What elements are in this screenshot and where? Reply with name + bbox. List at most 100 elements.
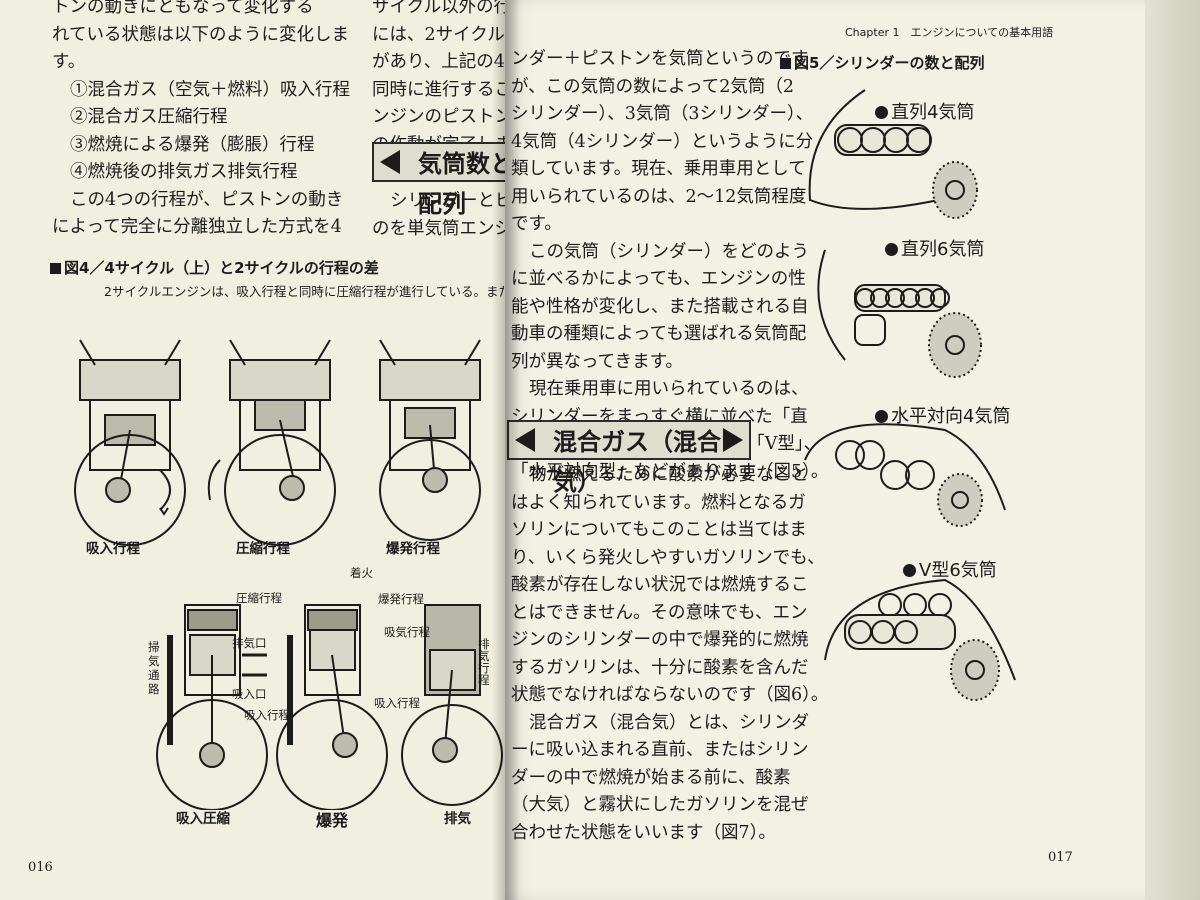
engine-label-inline6: 直列6気筒 xyxy=(885,235,984,261)
text-line: （大気）と霧状にしたガソリンを混ぜ xyxy=(511,795,809,815)
inline6-drawing xyxy=(817,249,982,378)
caption-square-icon xyxy=(50,263,61,274)
engine-label-text: 直列6気筒 xyxy=(901,239,985,260)
label-power: 爆発 xyxy=(316,811,349,830)
arrow-left-icon xyxy=(515,428,535,452)
left-body-text: トンの動きにともなって変化する れている状態は以下のように変化しま す。 ①混合… xyxy=(52,0,350,242)
annot-intake-stroke3: 吸入行程 xyxy=(374,696,420,710)
text-line: によって完全に分離独立した方式を4 xyxy=(52,217,342,237)
left-page-number: 016 xyxy=(28,860,53,875)
text-line: に並べるかによっても、エンジンの性 xyxy=(511,269,806,289)
two-stroke-power xyxy=(276,604,388,810)
text-line: す。 xyxy=(52,52,86,72)
text-line: 類しています。現在、乗用車用として xyxy=(511,159,806,179)
left-section-text: シリンダーとピストン のを単気筒エンジンと呼 xyxy=(372,188,505,243)
text-line: サイクル以外の行程で xyxy=(372,0,505,17)
left-right-column: サイクル以外の行程で には、2サイクル（ストロー があり、上記の4つの行程 同時… xyxy=(372,0,505,159)
text-line: ンジンのピストンの動き xyxy=(372,107,505,127)
engine-label-flat4: 水平対向4気筒 xyxy=(875,402,1010,428)
power-stroke-engine xyxy=(379,339,481,541)
book-gutter xyxy=(492,0,520,900)
bullet-icon xyxy=(903,564,916,577)
annot-power: 爆発行程 xyxy=(378,592,424,606)
text-line: 同時に進行することでエ xyxy=(372,79,505,100)
text-line: 状態でなければならないのです（図6）。 xyxy=(511,685,829,705)
figure5-engine-diagrams xyxy=(804,89,1016,701)
stroke-item-2: ②混合ガス圧縮行程 xyxy=(70,107,228,127)
text-line: 合わせた状態をいいます（図7）。 xyxy=(511,822,776,843)
left-page: トンの動きにともなって変化する れている状態は以下のように変化しま す。 ①混合… xyxy=(0,0,505,900)
engine-label-inline4: 直列4気筒 xyxy=(875,98,974,124)
arrow-left-icon xyxy=(380,150,400,174)
text-line: 物が燃えるために酸素が必要なこと xyxy=(529,465,809,485)
annot-intake-port: 吸入口 xyxy=(232,687,267,701)
right-page-number: 017 xyxy=(1048,850,1073,865)
two-stroke-intake-compression xyxy=(156,604,268,810)
engine-label-text: 水平対向4気筒 xyxy=(891,406,1011,427)
text-line: れている状態は以下のように変化しま xyxy=(52,24,349,45)
text-line: 動車の種類によっても選ばれる気筒配 xyxy=(511,324,807,344)
annot-scavenge: 掃気通路 xyxy=(148,640,160,696)
right-page: Chapter 1 エンジンについての基本用語 ンダー＋ピストンを気筒というので… xyxy=(505,0,1145,900)
label-intake-compression: 吸入圧縮 xyxy=(176,811,230,827)
text-line: があり、上記の4つの行程 xyxy=(372,52,505,72)
right-body-text-2: 物が燃えるために酸素が必要なこと はよく知られています。燃料となるガ ソリンにつ… xyxy=(511,462,828,847)
annot-compression: 圧縮行程 xyxy=(236,591,282,605)
page-edge xyxy=(1145,0,1200,900)
engine-label-text: V型6気筒 xyxy=(919,560,997,581)
text-line: 用いられているのは、2～12気筒程度 xyxy=(511,186,807,207)
figure5-caption-text: 図5／シリンダーの数と配列 xyxy=(794,54,985,72)
flat4-drawing xyxy=(804,423,1006,527)
text-line: ジンのシリンダーの中で爆発的に燃焼 xyxy=(511,630,809,650)
arrow-right-icon xyxy=(723,428,743,452)
text-line: 現在乗用車に用いられているのは、 xyxy=(529,379,809,399)
text-line: 「水平対向型」などがあります（図5）。 xyxy=(511,461,829,482)
section-heading-text: 気筒数と配列 xyxy=(418,150,505,218)
compression-stroke-engine xyxy=(207,339,336,546)
inline4-drawing xyxy=(808,89,978,219)
text-line: この4つの行程が、ピストンの動き xyxy=(70,189,344,210)
label-intake-stroke: 吸入行程 xyxy=(86,541,140,557)
text-line: り、いくら発火しやすいガソリンでも、 xyxy=(511,547,825,568)
stroke-item-4: ④燃焼後の排気ガス排気行程 xyxy=(70,162,298,182)
intake-stroke-engine xyxy=(74,339,186,546)
text-line: 酸素が存在しない状況では燃焼するこ xyxy=(511,575,809,595)
figure4-caption-text: 図4／4サイクル（上）と2サイクルの行程の差 xyxy=(64,259,379,277)
annot-exhaust: 排気行程 xyxy=(478,638,490,686)
text-line: とはできません。その意味でも、エン xyxy=(511,602,808,623)
engine-label-text: 直列4気筒 xyxy=(891,102,975,123)
text-line: 能や性格が変化し、また搭載される自 xyxy=(511,296,809,317)
text-line: シリンダーとピストン xyxy=(390,191,505,211)
section-heading-text: 混合ガス（混合気） xyxy=(553,428,721,496)
figure5-caption: 図5／シリンダーの数と配列 xyxy=(780,52,984,73)
label-compression-stroke: 圧縮行程 xyxy=(236,541,290,557)
section-heading-cylinders: 気筒数と配列 xyxy=(372,142,505,218)
label-power-stroke: 爆発行程 xyxy=(386,541,440,557)
annot-ignition: 着火 xyxy=(350,566,373,580)
text-line: には、2サイクル（ストロー xyxy=(372,24,505,45)
annot-exhaust-port: 排気口 xyxy=(232,636,267,650)
text-line: のを単気筒エンジンと呼 xyxy=(372,218,505,239)
text-line: 4気筒（4シリンダー）というように分 xyxy=(511,131,814,152)
bullet-icon xyxy=(875,106,888,119)
text-line: シリンダー）、3気筒（3シリンダー）、 xyxy=(511,104,814,124)
v6-drawing xyxy=(824,578,1016,701)
bullet-icon xyxy=(875,410,888,423)
four-stroke-diagram xyxy=(74,339,481,546)
text-line: ーに吸い込まれる直前、またはシリン xyxy=(511,740,809,760)
text-line: です。 xyxy=(511,214,562,234)
text-line: ンダー＋ピストンを気筒というのです xyxy=(511,49,809,69)
text-line: が、この気筒の数によって2気筒（2 xyxy=(511,76,795,97)
annot-intake-stroke2: 吸気行程 xyxy=(384,625,430,639)
running-head: Chapter 1 エンジンについての基本用語 xyxy=(845,26,1054,39)
engine-label-v6: V型6気筒 xyxy=(903,556,997,582)
text-line: するガソリンは、十分に酸素を含んだ xyxy=(511,657,809,678)
figure4-caption: 図4／4サイクル（上）と2サイクルの行程の差 xyxy=(50,257,379,278)
stroke-item-3: ③燃焼による爆発（膨脹）行程 xyxy=(70,134,315,155)
two-stroke-exhaust xyxy=(401,604,503,806)
text-line: トンの動きにともなって変化する xyxy=(52,0,314,17)
label-exhaust: 排気 xyxy=(444,811,471,827)
text-line: はよく知られています。燃料となるガ xyxy=(511,492,806,513)
text-line: この気筒（シリンダー）をどのよう xyxy=(529,241,809,262)
text-line: 列が異なってきます。 xyxy=(511,351,683,372)
